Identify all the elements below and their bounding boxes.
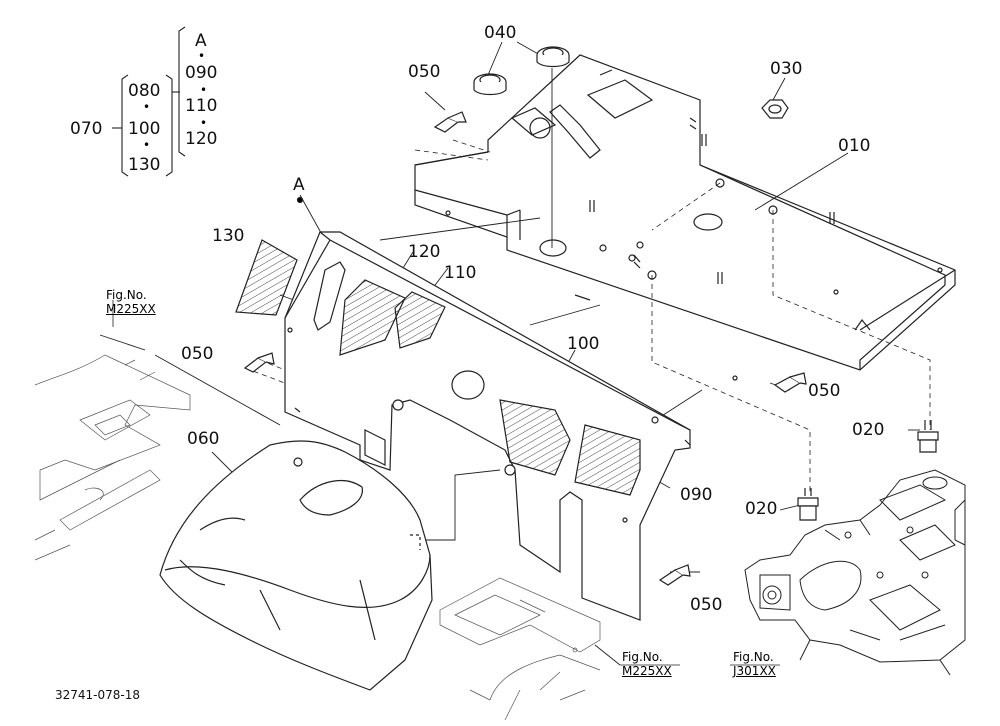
label-050-top: 050 — [408, 62, 441, 82]
legend-dot: • — [200, 83, 208, 97]
legend-120: 120 — [185, 129, 218, 149]
label-010: 010 — [838, 136, 871, 156]
fig-ref-code: M225XX — [106, 302, 156, 316]
fig-ref-title: Fig.No. — [622, 650, 663, 664]
label-050-right: 050 — [808, 381, 841, 401]
decal-130 — [235, 239, 298, 316]
legend-brackets — [112, 26, 186, 177]
bottom-chassis — [439, 577, 601, 721]
label-060: 060 — [187, 429, 220, 449]
front-panel — [284, 231, 691, 621]
fig-ref-bottom-right: Fig.No. J301XX — [733, 650, 776, 678]
label-050-left: 050 — [181, 344, 214, 364]
legend-a: A — [195, 31, 207, 51]
seat-cover — [159, 440, 433, 691]
nut-030 — [761, 99, 789, 119]
grommet-040 — [473, 46, 570, 96]
label-110: 110 — [444, 263, 477, 283]
fig-ref-title: Fig.No. — [733, 650, 774, 664]
drawing-number: 32741-078-18 — [55, 688, 141, 702]
label-090: 090 — [680, 485, 713, 505]
marker-a-label: A — [293, 175, 305, 195]
legend-110: 110 — [185, 96, 218, 116]
bolt-050-bottom — [658, 564, 691, 586]
label-030: 030 — [770, 59, 803, 79]
legend-080: 080 — [128, 81, 161, 101]
legend-dot: • — [143, 100, 151, 114]
transmission-housing — [744, 469, 966, 676]
label-050-bottom: 050 — [690, 595, 723, 615]
legend-dot: • — [143, 138, 151, 152]
label-040: 040 — [484, 23, 517, 43]
legend-090: 090 — [185, 63, 218, 83]
label-100: 100 — [567, 334, 600, 354]
legend-dot: • — [198, 49, 206, 63]
fig-ref-title: Fig.No. — [106, 288, 147, 302]
legend-070: 070 — [70, 119, 103, 139]
top-plate — [414, 54, 956, 381]
bolt-050-right — [773, 372, 807, 393]
legend-130: 130 — [128, 155, 161, 175]
stud-020-left — [797, 488, 819, 521]
fig-ref-top-left: Fig.No. M225XX — [106, 288, 156, 316]
stud-020-right — [917, 420, 939, 453]
fig-ref-leaders — [112, 300, 780, 666]
fig-ref-code: M225XX — [622, 664, 672, 678]
center-lines — [244, 139, 931, 495]
label-120: 120 — [408, 242, 441, 262]
marker-a-dot — [296, 196, 304, 204]
legend-100: 100 — [128, 119, 161, 139]
left-chassis — [34, 354, 191, 561]
label-130: 130 — [212, 226, 245, 246]
fig-ref-code: J301XX — [733, 664, 776, 678]
bolt-050-left — [243, 352, 275, 373]
bolt-050-top — [433, 111, 467, 133]
legend-dot: • — [200, 116, 208, 130]
fig-ref-bottom-center: Fig.No. M225XX — [622, 650, 672, 678]
label-020-left: 020 — [745, 499, 778, 519]
label-020-right: 020 — [852, 420, 885, 440]
